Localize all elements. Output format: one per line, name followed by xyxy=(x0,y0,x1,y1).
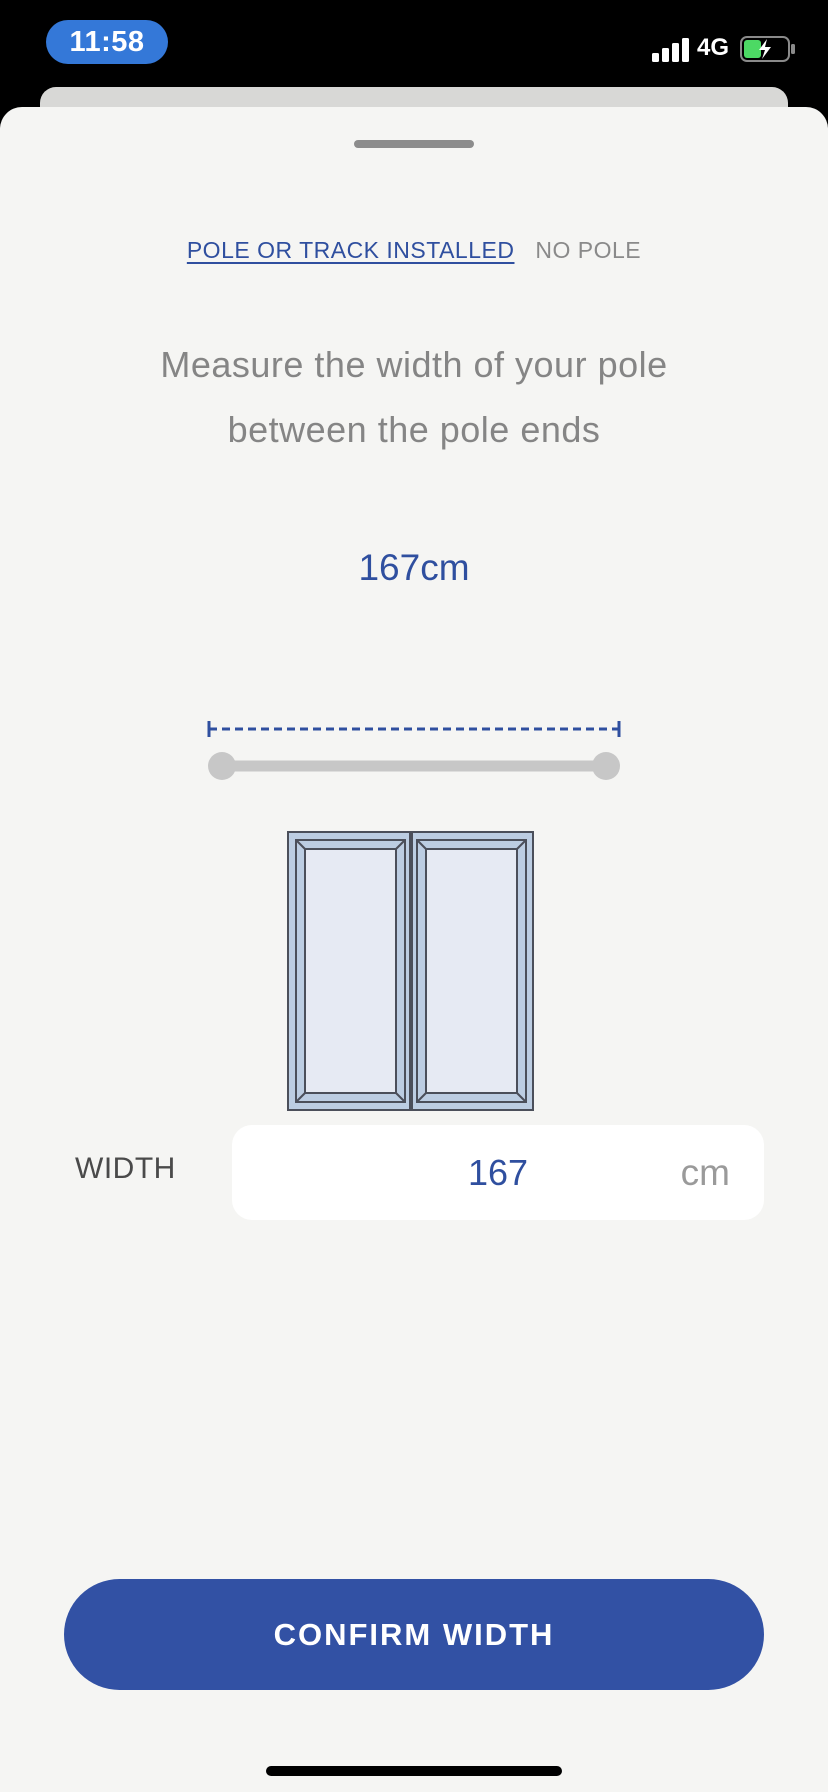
status-bar: 11:58 4G xyxy=(0,0,828,88)
battery-charging-icon xyxy=(740,36,795,62)
tab-pole-or-track-installed[interactable]: POLE OR TRACK INSTALLED xyxy=(186,237,515,263)
pole-type-tabs: POLE OR TRACK INSTALLED NO POLE xyxy=(0,237,828,264)
status-time: 11:58 xyxy=(46,20,168,64)
confirm-width-button[interactable]: CONFIRM WIDTH xyxy=(64,1579,764,1690)
width-label: WIDTH xyxy=(75,1152,176,1185)
signal-strength-icon xyxy=(652,38,689,62)
width-input[interactable] xyxy=(232,1125,764,1220)
instruction-text: Measure the width of your pole between t… xyxy=(100,332,728,462)
network-type: 4G xyxy=(697,34,730,61)
measurement-label: 167cm xyxy=(358,547,470,588)
measurement-sheet: POLE OR TRACK INSTALLED NO POLE Measure … xyxy=(0,107,828,1792)
pole-window-diagram xyxy=(207,721,621,1111)
width-unit: cm xyxy=(680,1152,730,1193)
curtain-pole-icon xyxy=(208,752,620,780)
sheet-grabber-handle[interactable] xyxy=(354,140,474,148)
instruction-line-2: between the pole ends xyxy=(227,409,601,450)
home-indicator[interactable] xyxy=(266,1766,562,1776)
dimension-line xyxy=(207,721,621,737)
confirm-width-label: CONFIRM WIDTH xyxy=(273,1616,555,1652)
instruction-line-1: Measure the width of your pole xyxy=(160,344,668,385)
width-field[interactable]: cm xyxy=(232,1125,764,1220)
tab-no-pole[interactable]: NO POLE xyxy=(535,237,642,263)
window-icon xyxy=(287,831,534,1111)
